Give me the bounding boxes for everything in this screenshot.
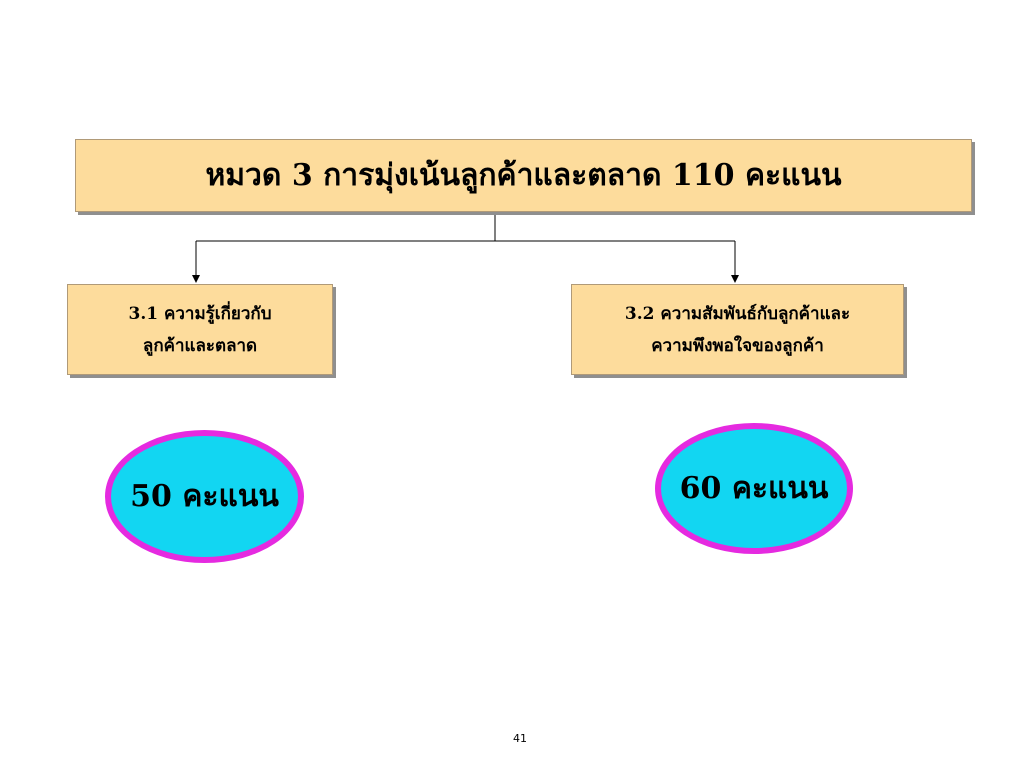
category-title-box: หมวด 3 การมุ่งเน้นลูกค้าและตลาด 110 คะแน…	[75, 139, 972, 212]
score-label: 50 คะแนน	[130, 479, 279, 514]
page-number: 41	[513, 732, 527, 745]
score-ellipse-3-1: 50 คะแนน	[105, 430, 304, 563]
subcategory-label-line2: ลูกค้าและตลาด	[142, 335, 258, 356]
subcategory-label-line2: ความพึงพอใจของลูกค้า	[651, 335, 824, 356]
score-ellipse-3-2: 60 คะแนน	[655, 423, 853, 554]
subcategory-label-line1: 3.2 ความสัมพันธ์กับลูกค้าและ	[624, 303, 851, 324]
subcategory-box-3-1: 3.1 ความรู้เกี่ยวกับ ลูกค้าและตลาด	[67, 284, 333, 375]
subcategory-label-line1: 3.1 ความรู้เกี่ยวกับ	[128, 303, 272, 324]
score-label: 60 คะแนน	[679, 471, 829, 506]
subcategory-box-3-2: 3.2 ความสัมพันธ์กับลูกค้าและ ความพึงพอใจ…	[571, 284, 904, 375]
category-title: หมวด 3 การมุ่งเน้นลูกค้าและตลาด 110 คะแน…	[205, 158, 842, 193]
